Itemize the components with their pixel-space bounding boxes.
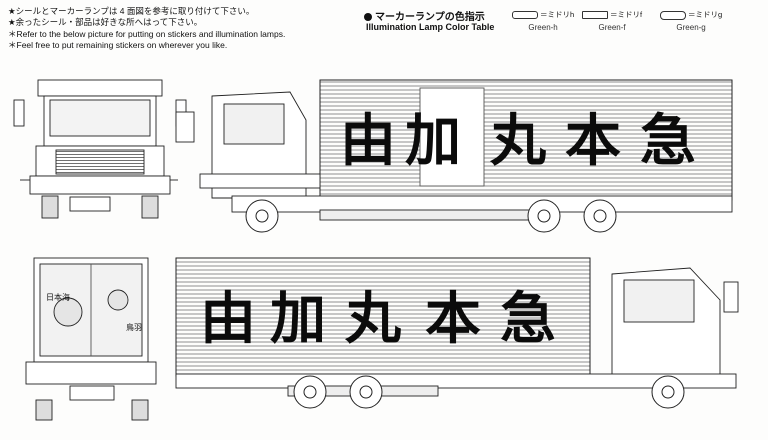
lamp-color-legend-title: マーカーランプの色指示: [364, 8, 485, 23]
side-kanji-3: 丸: [489, 108, 546, 174]
side2-kanji-5: 急: [500, 286, 556, 352]
right-side-view-wheels: [293, 375, 685, 409]
front-view-truck: [13, 79, 187, 219]
note-sticker-placement-en: ＊Refer to the below picture for putting …: [8, 28, 286, 39]
rear-text-1: 日本海: [46, 292, 70, 302]
bullet-dot-icon: [364, 13, 372, 21]
right-side-view-truck: [175, 257, 739, 397]
side2-kanji-3: 丸: [344, 286, 401, 352]
lamp-color-legend-subtitle: Illumination Lamp Color Table: [366, 22, 495, 32]
left-side-view-wheels: [245, 199, 617, 233]
side-kanji-4: 本: [565, 108, 621, 174]
rear-view-truck: [25, 257, 157, 421]
lamp-swatch-green-h: ＝ミドリh Green-h: [512, 9, 574, 32]
lamp-h-icon: [512, 11, 538, 20]
instruction-notes: ★シールとマーカーランプは 4 面図を参考に取り付けて下さい。 ★余ったシール・…: [8, 6, 285, 51]
note-leftover-stickers-jp: ★余ったシール・部品は好きな所へはって下さい。: [8, 17, 203, 28]
side-kanji-2: 加: [405, 108, 461, 174]
rear-panel-text: 日本海 鳥羽: [46, 292, 142, 332]
side-kanji-1: 由: [340, 108, 396, 174]
side2-kanji-1: 由: [200, 286, 256, 352]
side2-kanji-2: 加: [270, 286, 326, 352]
lamp-swatch-green-f: ＝ミドリf Green-f: [582, 9, 642, 32]
lamp-swatch-green-g: ＝ミドリg Green-g: [660, 9, 722, 32]
note-leftover-stickers-en: ＊Feel free to put remaining stickers on …: [8, 39, 228, 50]
right-side-lettering: 由 加 丸 本 急: [200, 286, 556, 352]
note-sticker-placement-jp: ★シールとマーカーランプは 4 面図を参考に取り付けて下さい。: [8, 6, 255, 16]
lamp-g-icon: [660, 10, 686, 20]
side-kanji-5: 急: [640, 108, 696, 174]
lamp-f-icon: [582, 11, 608, 20]
left-side-lettering: 由 加 丸 本 急: [340, 108, 696, 174]
left-side-view-truck: [175, 79, 733, 221]
rear-text-2: 鳥羽: [126, 322, 142, 332]
side2-kanji-4: 本: [425, 286, 481, 352]
